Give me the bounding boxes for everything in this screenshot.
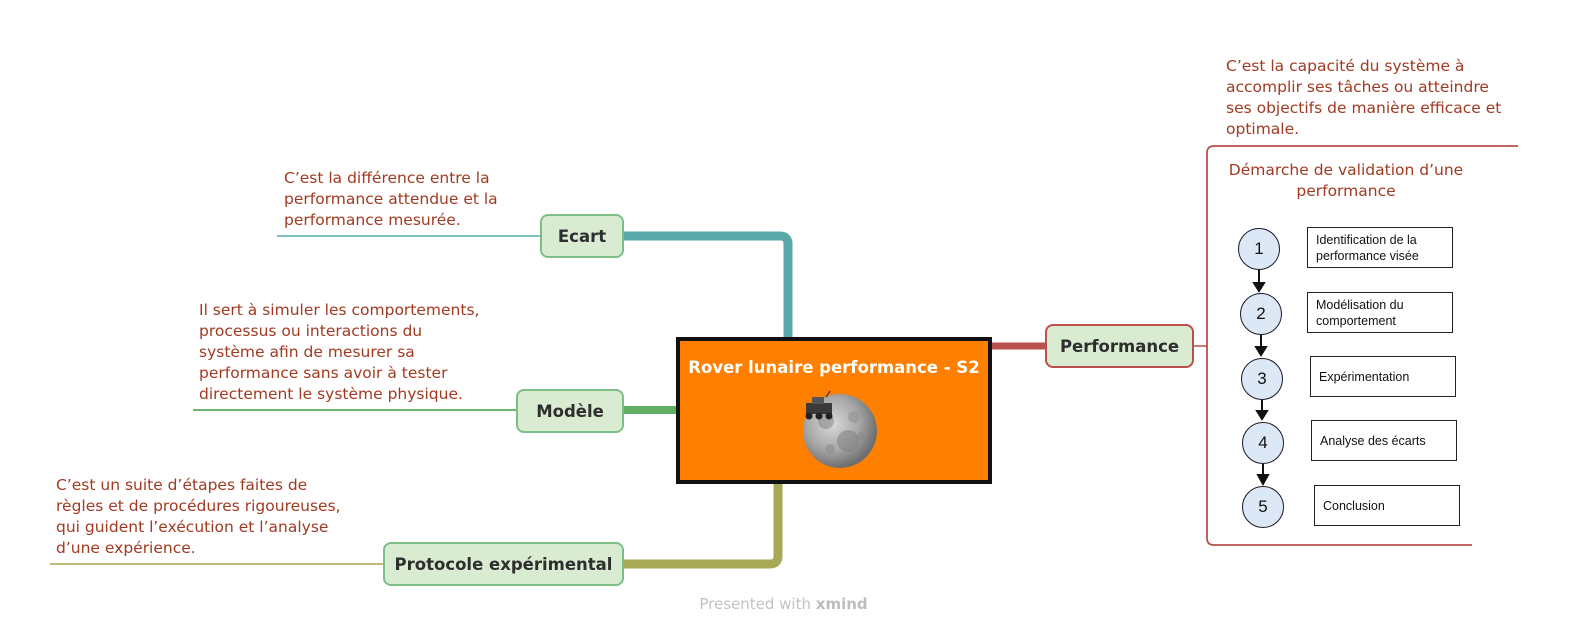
step-3-box: Expérimentation (1310, 356, 1456, 397)
step-5-box: Conclusion (1314, 485, 1460, 526)
topic-ecart[interactable]: Ecart (540, 214, 624, 258)
connector-protocole (623, 484, 783, 569)
xmind-logo-text: xmind (815, 595, 868, 613)
step-4-circle: 4 (1242, 422, 1284, 464)
ecart-note: C’est la différence entre la performance… (284, 169, 498, 229)
central-title: Rover lunaire performance - S2 (688, 358, 980, 377)
presented-with-footer: Presented with xmind (0, 595, 1567, 613)
modele-note: Il sert à simuler les comportements, pro… (199, 301, 480, 403)
step-1-circle: 1 (1238, 228, 1280, 270)
moon-rover-icon (803, 390, 877, 468)
topic-performance[interactable]: Performance (1045, 324, 1194, 368)
step-2-circle: 2 (1240, 293, 1282, 335)
step-3-circle: 3 (1241, 358, 1283, 400)
topic-modele[interactable]: Modèle (516, 389, 624, 433)
footer-prefix: Presented with (699, 595, 811, 613)
topic-protocole[interactable]: Protocole expérimental (383, 542, 624, 586)
step-1-box: Identification de la performance visée (1307, 227, 1453, 268)
connector-ecart (623, 231, 793, 337)
step-2-box: Modélisation du comportement (1307, 292, 1453, 333)
step-4-box: Analyse des écarts (1311, 420, 1457, 461)
central-topic[interactable]: Rover lunaire performance - S2 (676, 337, 992, 484)
validation-title: Démarche de validation d’une performance (1228, 161, 1464, 200)
protocole-note: C’est un suite d’étapes faites de règles… (56, 476, 341, 557)
step-arrows (1252, 270, 1270, 487)
performance-note: C’est la capacité du système à accomplir… (1226, 57, 1502, 138)
step-5-circle: 5 (1242, 486, 1284, 528)
bracket-performance (1206, 145, 1518, 546)
